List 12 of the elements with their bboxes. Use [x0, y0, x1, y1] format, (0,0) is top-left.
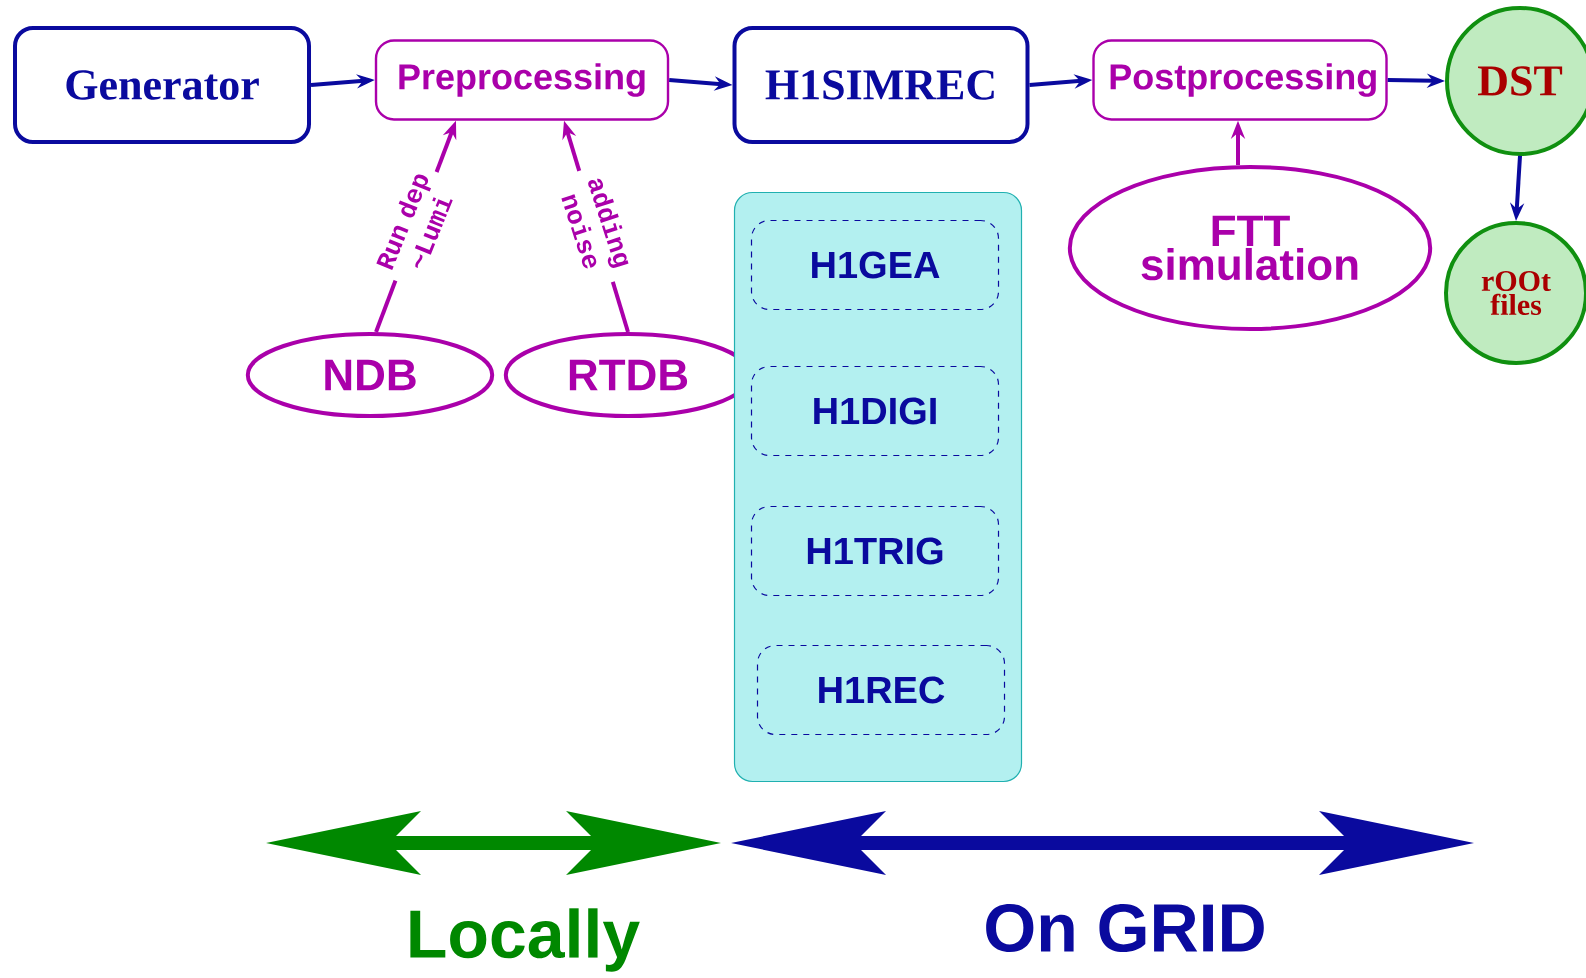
step-box: H1TRIG: [750, 505, 1000, 597]
step-box: H1DIGI: [750, 365, 1000, 457]
process-box: H1SIMREC: [732, 26, 1030, 144]
region-label: Locally: [410, 908, 640, 972]
step-box: H1GEA: [750, 219, 1000, 311]
step-box: H1REC: [756, 644, 1006, 736]
process-box: Postprocessing: [1092, 39, 1388, 121]
grid-panel: [733, 191, 1023, 783]
process-box: Preprocessing: [374, 39, 670, 121]
edge-label: Run dep ~Lumi: [376, 174, 453, 270]
region-label: On GRID: [986, 903, 1264, 953]
process-box: Generator: [13, 26, 311, 144]
